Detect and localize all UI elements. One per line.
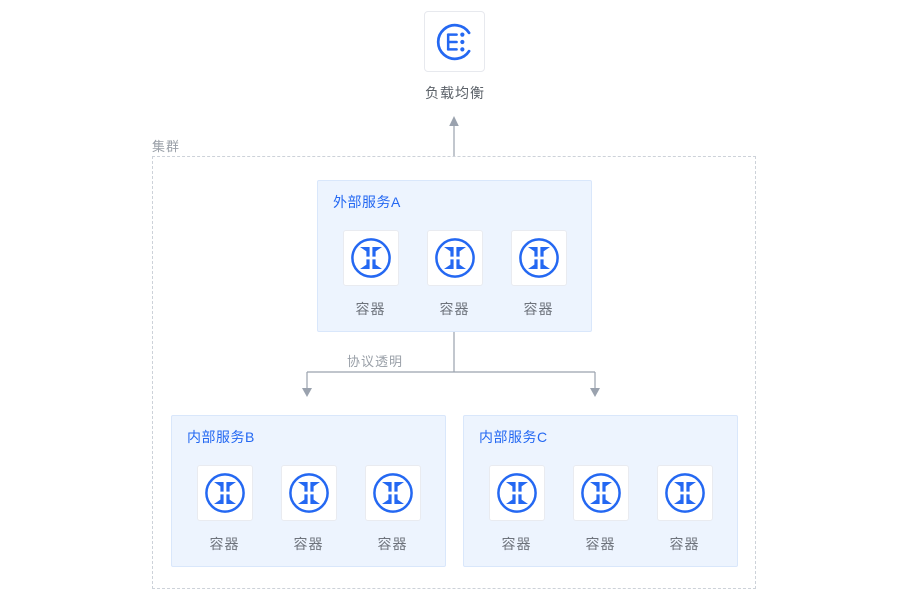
container-icon xyxy=(350,238,391,278)
service-title: 外部服务A xyxy=(333,194,401,210)
container-card xyxy=(196,465,253,521)
container-card xyxy=(656,465,713,521)
container-label: 容器 xyxy=(669,536,700,552)
container-node: 容器 xyxy=(280,465,337,554)
container-label: 容器 xyxy=(439,301,470,317)
container-label: 容器 xyxy=(377,536,408,552)
container-label: 容器 xyxy=(293,536,324,552)
container-node: 容器 xyxy=(426,230,483,319)
load-balancer-label: 负载均衡 xyxy=(425,85,485,101)
protocol-transparent-label: 协议透明 xyxy=(347,354,404,369)
service-box-internal-c: 内部服务C 容器 容器 容器 xyxy=(463,415,738,567)
container-node: 容器 xyxy=(364,465,421,554)
container-node: 容器 xyxy=(196,465,253,554)
cluster-label: 集群 xyxy=(152,139,181,154)
container-icon xyxy=(664,473,705,513)
container-icon xyxy=(204,473,245,513)
load-balancer-icon-box xyxy=(424,11,485,72)
container-label: 容器 xyxy=(501,536,532,552)
service-title: 内部服务C xyxy=(479,429,548,445)
container-icon xyxy=(288,473,329,513)
container-node: 容器 xyxy=(656,465,713,554)
container-card xyxy=(510,230,567,286)
container-icon xyxy=(580,473,621,513)
container-card xyxy=(426,230,483,286)
arrow-up-head xyxy=(449,116,459,126)
container-card xyxy=(280,465,337,521)
container-card-row: 容器 容器 容器 xyxy=(172,465,445,554)
container-icon xyxy=(496,473,537,513)
container-label: 容器 xyxy=(523,301,554,317)
service-title: 内部服务B xyxy=(187,429,255,445)
container-node: 容器 xyxy=(572,465,629,554)
container-card-row: 容器 容器 容器 xyxy=(318,230,591,319)
container-card xyxy=(342,230,399,286)
container-label: 容器 xyxy=(355,301,386,317)
container-card xyxy=(488,465,545,521)
container-icon xyxy=(434,238,475,278)
load-balancer-icon xyxy=(436,23,470,60)
service-box-external-a: 外部服务A 容器 容器 容器 xyxy=(317,180,592,332)
cluster-boundary xyxy=(152,156,756,589)
container-icon xyxy=(372,473,413,513)
container-card-row: 容器 容器 容器 xyxy=(464,465,737,554)
container-card xyxy=(572,465,629,521)
container-card xyxy=(364,465,421,521)
container-icon xyxy=(518,238,559,278)
container-node: 容器 xyxy=(510,230,567,319)
container-label: 容器 xyxy=(585,536,616,552)
container-label: 容器 xyxy=(209,536,240,552)
container-node: 容器 xyxy=(488,465,545,554)
service-box-internal-b: 内部服务B 容器 容器 容器 xyxy=(171,415,446,567)
container-node: 容器 xyxy=(342,230,399,319)
